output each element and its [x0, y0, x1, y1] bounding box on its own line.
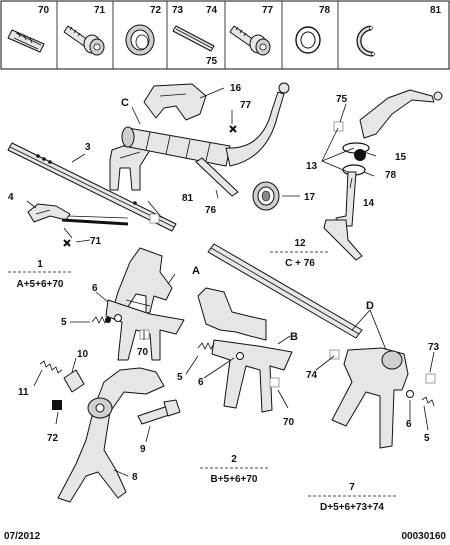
part-6-detent-ball — [114, 314, 414, 398]
legend-ref-78: 78 — [319, 5, 331, 16]
part-a-selector-fork — [105, 247, 185, 361]
bolt-with-washer-icon — [63, 25, 105, 56]
group-2-formula: B+5+6+70 — [211, 474, 258, 485]
callout-72: 72 — [47, 433, 59, 444]
part-b-shift-rail — [207, 243, 363, 339]
part-8-lever-plate — [57, 367, 165, 503]
part-11-spring — [39, 360, 63, 374]
parts-legend: 70 71 72 73 74 75 77 78 81 — [0, 0, 450, 70]
part-10-plunger — [63, 369, 85, 393]
legend-ref-74: 74 — [206, 5, 218, 16]
assembly-group-1: 1 A+5+6+70 — [8, 259, 72, 290]
footer-reference: 00030160 — [402, 531, 447, 542]
callout-C: C — [121, 97, 129, 109]
legend-ref-75: 75 — [206, 56, 218, 67]
group-1-number: 1 — [37, 259, 43, 270]
part-d-selector-fork — [331, 347, 409, 449]
legend-ref-71: 71 — [94, 5, 106, 16]
callout-8: 8 — [132, 472, 138, 483]
callout-4: 4 — [8, 192, 14, 203]
group-1-formula: A+5+6+70 — [17, 279, 64, 290]
part-9-pin — [137, 399, 181, 425]
legend-ref-81: 81 — [430, 5, 442, 16]
roll-pin-icon — [7, 29, 45, 53]
callout-A: A — [192, 265, 200, 277]
callout-75: 75 — [336, 94, 348, 105]
group-12-formula: C + 76 — [285, 258, 315, 269]
part-c-selector-shaft — [121, 82, 290, 167]
callout-11: 11 — [18, 387, 29, 398]
circlip-icon — [356, 25, 375, 57]
callout-labels: 3 4 5 5 5 6 6 6 8 9 10 11 13 14 15 16 17… — [8, 83, 440, 483]
callout-6c: 6 — [406, 419, 412, 430]
callout-78: 78 — [385, 170, 397, 181]
group-7-number: 7 — [349, 482, 355, 493]
legend-ref-73: 73 — [172, 5, 184, 16]
assembly-group-12: 12 C + 76 — [270, 238, 330, 269]
callout-13: 13 — [306, 161, 318, 172]
footer-date: 07/2012 — [4, 531, 41, 542]
callout-14: 14 — [363, 198, 375, 209]
part-76-pin — [195, 157, 239, 197]
legend-ref-70: 70 — [38, 5, 50, 16]
screw-with-washer-icon — [229, 25, 271, 56]
callout-D: D — [366, 300, 374, 312]
group-2-number: 2 — [231, 454, 237, 465]
group-7-formula: D+5+6+73+74 — [320, 502, 384, 513]
part-3-shift-rail — [7, 142, 177, 232]
callout-6b: 6 — [198, 377, 204, 388]
o-ring-icon — [295, 26, 321, 54]
cross-marker-icon — [63, 125, 237, 247]
callout-70b: 70 — [283, 417, 295, 428]
part-16-bracket — [143, 83, 207, 121]
callout-15: 15 — [395, 152, 407, 163]
callout-17: 17 — [304, 192, 316, 203]
callout-77: 77 — [240, 100, 252, 111]
part-5-spring — [91, 316, 435, 407]
leader-lines — [26, 87, 435, 477]
legend-ref-72: 72 — [150, 5, 162, 16]
callout-70a: 70 — [137, 347, 149, 358]
seal-ring-icon — [125, 24, 155, 56]
assembly-group-2: 2 B+5+6+70 — [200, 454, 268, 485]
callout-5a: 5 — [61, 317, 67, 328]
callout-76: 76 — [205, 205, 217, 216]
callout-3: 3 — [85, 142, 91, 153]
callout-5b: 5 — [177, 372, 183, 383]
callout-10: 10 — [77, 349, 89, 360]
assembly-group-7: 7 D+5+6+73+74 — [308, 482, 396, 513]
part-17-bush — [252, 181, 280, 211]
group-12-number: 12 — [294, 238, 306, 249]
legend-ref-77: 77 — [262, 5, 274, 16]
pin-icon — [172, 25, 215, 52]
reference-markers — [139, 121, 436, 388]
callout-73: 73 — [428, 342, 440, 353]
part-4-latch-lever — [27, 203, 129, 239]
part-72-seal — [52, 400, 62, 410]
part-b-selector-fork — [197, 287, 293, 413]
part-13-shift-lever — [323, 89, 443, 261]
callout-5c: 5 — [424, 433, 430, 444]
callout-9: 9 — [140, 444, 146, 455]
callout-74: 74 — [306, 370, 318, 381]
callout-6a: 6 — [92, 283, 98, 294]
callout-81: 81 — [182, 193, 194, 204]
callout-B: B — [290, 331, 298, 343]
callout-71: 71 — [90, 236, 102, 247]
callout-16: 16 — [230, 83, 242, 94]
